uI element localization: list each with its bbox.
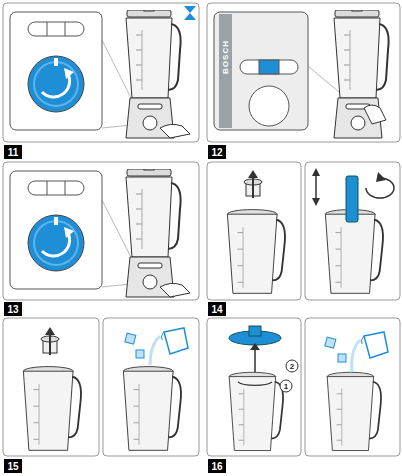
brand-name: BOSCH (219, 33, 231, 81)
step-number: 1 (282, 381, 290, 391)
panel-number: 14 (208, 302, 226, 316)
panel-number: 13 (4, 302, 22, 316)
step-number: 2 (288, 361, 296, 371)
panel-number: 12 (208, 145, 226, 159)
panel-number: 15 (4, 459, 22, 473)
panel-number: 16 (208, 459, 226, 473)
panel-number: 11 (4, 145, 22, 159)
